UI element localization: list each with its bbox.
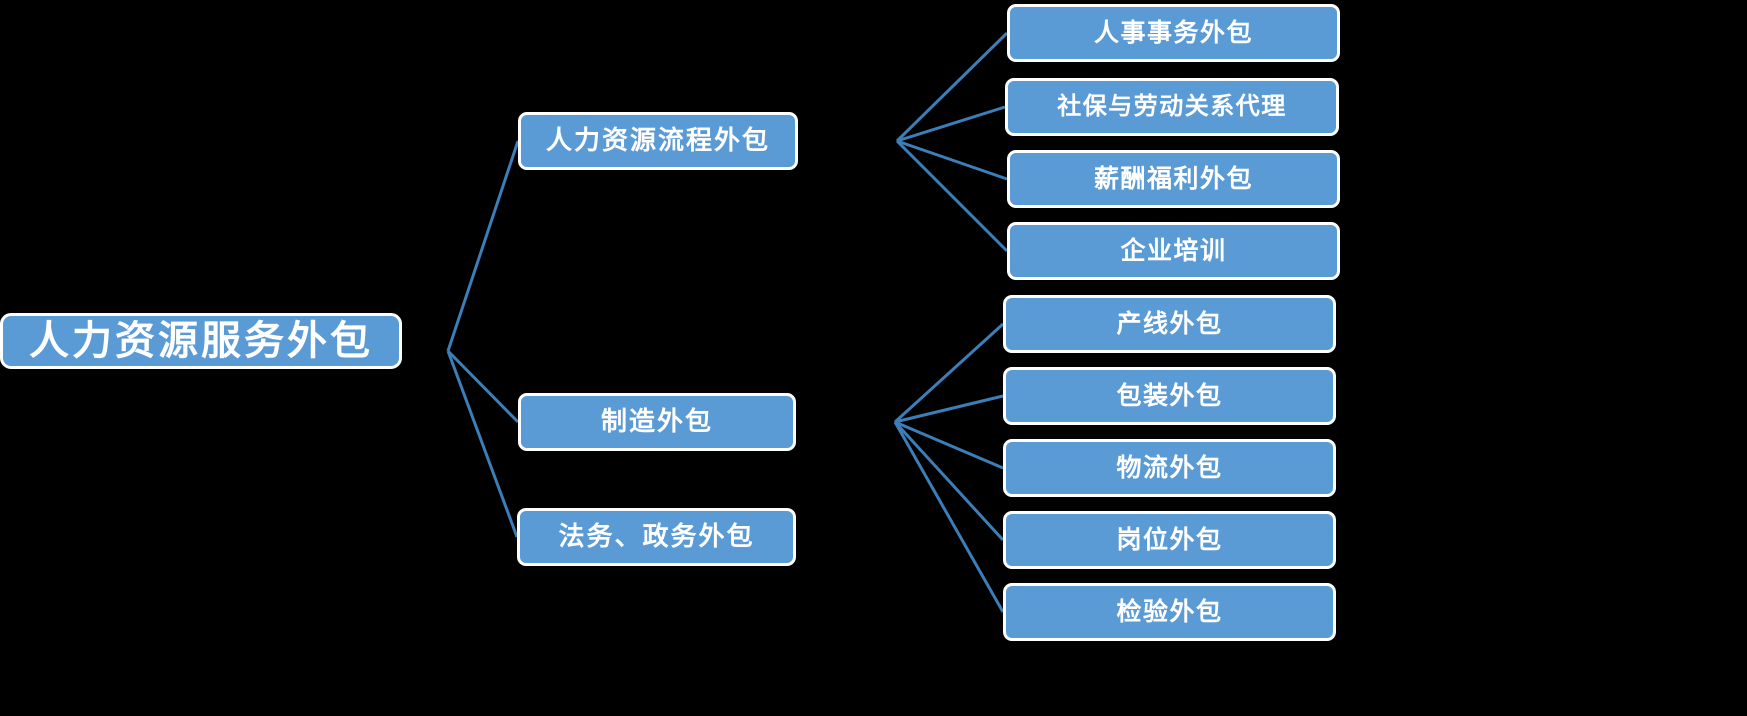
edge-branch-0-to-leaf-0 (895, 31, 1009, 143)
leaf-node-8-label: 检验外包 (1116, 597, 1223, 626)
leaf-node-7[interactable]: 岗位外包 (1003, 511, 1336, 569)
leaf-node-0[interactable]: 人事事务外包 (1007, 4, 1340, 62)
edge-root-to-branch-1 (446, 349, 520, 424)
branch-node-2-label: 法务、政务外包 (558, 521, 755, 552)
leaf-node-5[interactable]: 包装外包 (1003, 367, 1336, 425)
leaf-node-2-label: 薪酬福利外包 (1093, 164, 1253, 193)
branch-node-1-label: 制造外包 (600, 406, 713, 437)
edge-branch-1-to-leaf-5 (894, 394, 1004, 424)
root-node[interactable]: 人力资源服务外包 (0, 313, 402, 369)
leaf-node-0-label: 人事事务外包 (1093, 18, 1253, 47)
edge-branch-1-to-leaf-7 (893, 420, 1005, 542)
leaf-node-3[interactable]: 企业培训 (1007, 222, 1340, 280)
leaf-node-1-label: 社保与劳动关系代理 (1057, 93, 1287, 121)
leaf-node-7-label: 岗位外包 (1116, 525, 1223, 554)
leaf-node-6[interactable]: 物流外包 (1003, 439, 1336, 497)
leaf-node-1[interactable]: 社保与劳动关系代理 (1005, 78, 1339, 136)
leaf-node-4-label: 产线外包 (1116, 309, 1223, 338)
root-node-label: 人力资源服务外包 (29, 319, 373, 363)
branch-node-2[interactable]: 法务、政务外包 (517, 508, 796, 566)
edge-branch-1-to-leaf-8 (893, 421, 1005, 613)
edge-branch-1-to-leaf-6 (894, 420, 1004, 470)
leaf-node-3-label: 企业培训 (1120, 236, 1227, 265)
leaf-node-6-label: 物流外包 (1116, 453, 1223, 482)
edge-branch-0-to-leaf-1 (896, 105, 1006, 143)
edge-branch-0-to-leaf-3 (895, 139, 1009, 253)
edge-root-to-branch-2 (446, 350, 519, 538)
edge-branch-0-to-leaf-2 (896, 139, 1008, 181)
edge-root-to-branch-0 (446, 140, 520, 352)
leaf-node-8[interactable]: 检验外包 (1003, 583, 1336, 641)
leaf-node-5-label: 包装外包 (1116, 381, 1223, 410)
branch-node-0[interactable]: 人力资源流程外包 (518, 112, 798, 170)
edge-branch-1-to-leaf-4 (893, 322, 1005, 424)
leaf-node-2[interactable]: 薪酬福利外包 (1007, 150, 1340, 208)
leaf-node-4[interactable]: 产线外包 (1003, 295, 1336, 353)
branch-node-1[interactable]: 制造外包 (518, 393, 796, 451)
branch-node-0-label: 人力资源流程外包 (545, 125, 770, 156)
